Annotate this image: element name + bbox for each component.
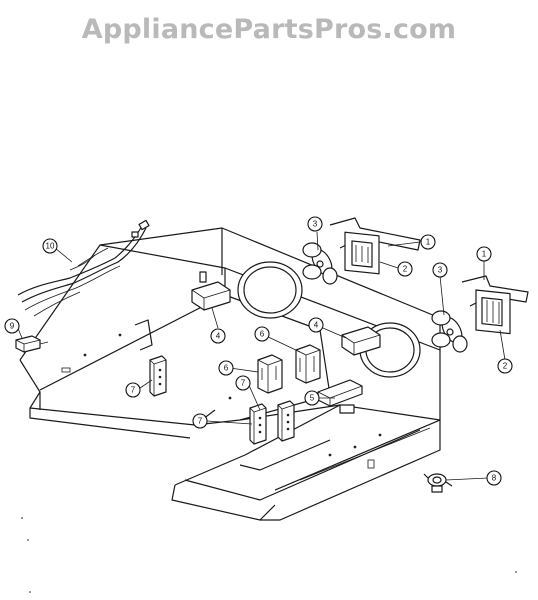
- fan-motor-assembly-lower: [431, 275, 529, 353]
- switch-bracket-middle: [249, 403, 267, 445]
- cord-clamp: [423, 473, 453, 493]
- switch-bracket-right: [277, 400, 295, 442]
- leader-lines: [16, 231, 506, 481]
- fan-duct-opening-left: [237, 261, 303, 319]
- fan-motor-assembly-upper: [302, 217, 421, 285]
- svg-text:8: 8: [492, 474, 497, 483]
- wire-harness: [17, 219, 150, 317]
- svg-text:2: 2: [503, 362, 508, 371]
- svg-text:4: 4: [314, 321, 319, 330]
- callout-6-right: 6: [254, 326, 270, 342]
- callout-2-lower: 2: [497, 358, 513, 374]
- callout-1-upper: 1: [420, 234, 436, 250]
- callout-5: 5: [304, 390, 320, 406]
- svg-text:9: 9: [10, 322, 15, 331]
- callout-7-lower: 7: [192, 413, 208, 429]
- switch-mount-interior: [134, 319, 153, 351]
- svg-text:1: 1: [426, 238, 431, 247]
- callout-10: 10: [42, 238, 58, 254]
- callout-6-left: 6: [218, 360, 234, 376]
- callout-9: 9: [4, 318, 20, 334]
- relay-left: [257, 354, 283, 394]
- wire-connector: [15, 335, 49, 353]
- svg-text:10: 10: [46, 242, 55, 251]
- thermostat-right: [341, 326, 381, 356]
- svg-text:5: 5: [310, 394, 315, 403]
- callout-7-left: 7: [125, 382, 141, 398]
- svg-text:7: 7: [241, 379, 246, 388]
- svg-text:4: 4: [216, 332, 221, 341]
- svg-text:3: 3: [313, 220, 318, 229]
- switch-bracket-left: [149, 355, 167, 397]
- callout-3-upper: 3: [307, 216, 323, 232]
- callout-8: 8: [486, 470, 502, 486]
- callout-2-upper: 2: [397, 261, 413, 277]
- callout-4-right: 4: [308, 317, 324, 333]
- callout-7-center: 7: [235, 375, 251, 391]
- callout-4-left: 4: [210, 328, 226, 344]
- svg-text:3: 3: [438, 266, 443, 275]
- svg-text:6: 6: [224, 364, 229, 373]
- watermark-logo-text: AppliancePartsPros.com: [81, 14, 457, 45]
- svg-text:1: 1: [482, 250, 487, 259]
- fan-blade-lower: [431, 310, 468, 353]
- relay-right: [295, 344, 321, 384]
- svg-text:7: 7: [198, 417, 203, 426]
- fan-blade-upper: [302, 242, 338, 285]
- callout-1-lower: 1: [476, 246, 492, 262]
- callout-3-lower: 3: [432, 262, 448, 278]
- svg-text:7: 7: [131, 386, 136, 395]
- svg-text:6: 6: [260, 330, 265, 339]
- thermostat-left: [191, 271, 231, 311]
- svg-text:2: 2: [403, 265, 408, 274]
